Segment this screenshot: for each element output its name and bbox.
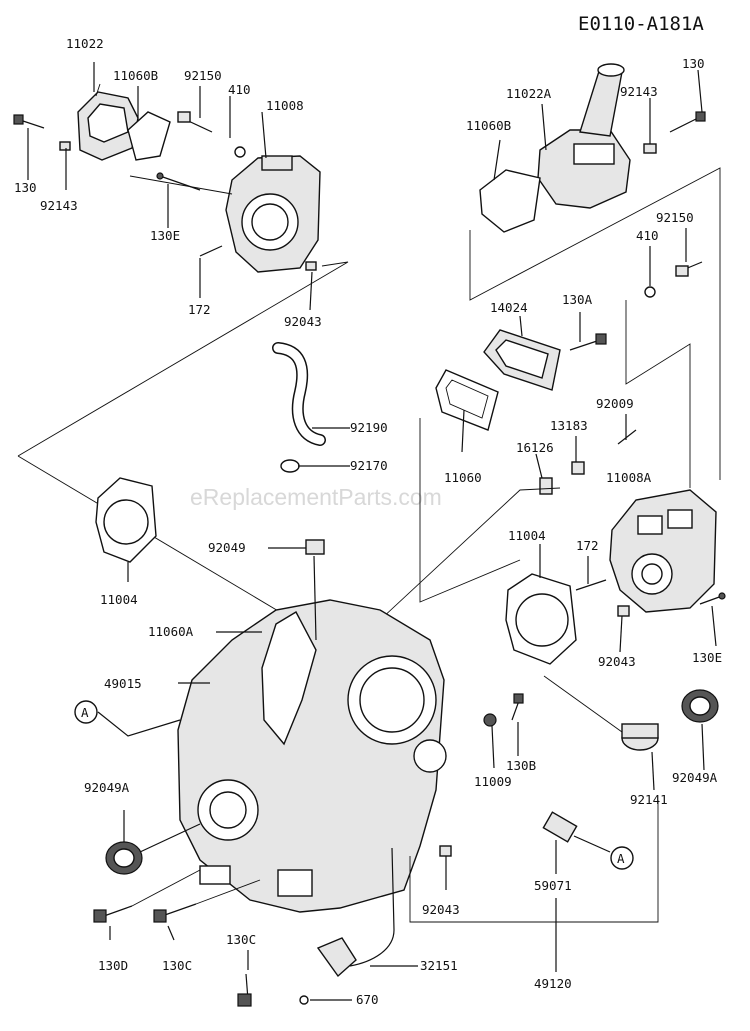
label-14024: 14024 — [490, 300, 528, 315]
label-92049A-right: 92049A — [672, 770, 718, 785]
ref-circle-a-right: A — [610, 846, 634, 870]
plug-13183[interactable] — [571, 461, 585, 475]
label-92043-low: 92043 — [422, 902, 460, 917]
label-92150-right: 92150 — [656, 210, 694, 225]
label-130A: 130A — [562, 292, 593, 307]
label-11060B-left: 11060B — [113, 68, 158, 83]
label-172-right: 172 — [576, 538, 599, 553]
label-130B: 130B — [506, 758, 536, 773]
label-13183: 13183 — [550, 418, 588, 433]
label-92150-left: 92150 — [184, 68, 222, 83]
pin-92043-top[interactable] — [305, 261, 317, 271]
label-92141: 92141 — [630, 792, 668, 807]
label-670: 670 — [356, 992, 379, 1007]
screw-92009[interactable] — [617, 429, 637, 445]
collar-92049[interactable] — [305, 539, 325, 555]
label-410-left: 410 — [228, 82, 251, 97]
label-130-left: 130 — [14, 180, 37, 195]
bolt-130-left[interactable] — [13, 114, 45, 129]
label-49120: 49120 — [534, 976, 572, 991]
bolt-130E-right[interactable] — [699, 592, 726, 605]
stud-92150-right[interactable] — [675, 261, 703, 277]
label-11008A: 11008A — [606, 470, 652, 485]
watermark: eReplacementParts.com — [190, 484, 442, 510]
label-410-right: 410 — [636, 228, 659, 243]
pin-92043-low[interactable] — [439, 845, 452, 857]
pin-92143-right[interactable] — [643, 143, 657, 154]
label-11022A: 11022A — [506, 86, 552, 101]
head-gasket-right[interactable] — [505, 573, 577, 665]
label-92043-top: 92043 — [284, 314, 322, 329]
label-92143-right: 92143 — [620, 84, 658, 99]
label-130-right: 130 — [682, 56, 705, 71]
clamp-92170[interactable] — [280, 459, 300, 473]
cylinder-head-right[interactable] — [609, 489, 717, 613]
label-92143-left: 92143 — [40, 198, 78, 213]
label-11060A: 11060A — [148, 624, 194, 639]
label-130E-right: 130E — [692, 650, 722, 665]
label-11009: 11009 — [474, 774, 512, 789]
ref-a-right-text: A — [617, 851, 625, 866]
hose-92190[interactable] — [272, 342, 326, 446]
gasket-left[interactable] — [127, 111, 171, 161]
bolt-130-right[interactable] — [669, 111, 706, 133]
washer-410-left[interactable] — [234, 146, 246, 158]
label-16126: 16126 — [516, 440, 554, 455]
bolt-130C-mid[interactable] — [153, 903, 197, 923]
label-92049A-left: 92049A — [84, 780, 130, 795]
oil-seal-left[interactable] — [105, 841, 143, 875]
label-11008: 11008 — [266, 98, 304, 113]
collar-16126[interactable] — [539, 477, 553, 495]
label-92009: 92009 — [596, 396, 634, 411]
rocker-cover-right[interactable] — [537, 63, 631, 209]
gasket-11060[interactable] — [435, 369, 499, 431]
label-11060B-right: 11060B — [466, 118, 511, 133]
cover-14024[interactable] — [483, 329, 561, 391]
label-130C-low: 130C — [162, 958, 192, 973]
label-32151: 32151 — [420, 958, 458, 973]
washer-410-right[interactable] — [644, 286, 656, 298]
cylinder-head-left[interactable] — [225, 155, 321, 273]
dipstick-32151[interactable] — [316, 847, 395, 978]
bolt-130C-low[interactable] — [237, 973, 252, 1007]
bolt-130E-left[interactable] — [156, 172, 201, 191]
bolt-130D[interactable] — [93, 905, 133, 923]
washer-11009[interactable] — [483, 713, 497, 727]
label-130D: 130D — [98, 958, 128, 973]
crankcase[interactable] — [177, 599, 447, 913]
bolt-172-right[interactable] — [575, 579, 607, 591]
sensor-59071[interactable] — [542, 811, 578, 843]
label-130C-mid: 130C — [226, 932, 256, 947]
label-92049: 92049 — [208, 540, 246, 555]
o-ring-670[interactable] — [299, 995, 309, 1005]
bushing-92141[interactable] — [621, 723, 659, 751]
label-92190: 92190 — [350, 420, 388, 435]
bolt-172-left[interactable] — [199, 245, 223, 257]
label-92170: 92170 — [350, 458, 388, 473]
label-130E-left: 130E — [150, 228, 180, 243]
diagram-code: E0110-A181A — [578, 13, 704, 35]
ref-a-left-text: A — [81, 705, 89, 720]
stud-92150-left[interactable] — [177, 111, 213, 133]
rocker-cover-left[interactable] — [77, 83, 139, 161]
label-11060: 11060 — [444, 470, 482, 485]
label-59071: 59071 — [534, 878, 572, 893]
label-49015: 49015 — [104, 676, 142, 691]
gasket-right[interactable] — [479, 169, 541, 233]
ref-circle-a-left: A — [74, 700, 98, 724]
label-172-left: 172 — [188, 302, 211, 317]
pin-92143-left[interactable] — [59, 141, 71, 151]
label-11022: 11022 — [66, 36, 104, 51]
pin-92043-mid[interactable] — [617, 605, 630, 617]
label-11004-left: 11004 — [100, 592, 138, 607]
bolt-130A[interactable] — [569, 333, 607, 351]
label-11004-right: 11004 — [508, 528, 546, 543]
oil-seal-right[interactable] — [681, 689, 719, 723]
label-92043-mid: 92043 — [598, 654, 636, 669]
head-gasket-left[interactable] — [95, 477, 157, 563]
bolt-130B[interactable] — [511, 693, 524, 721]
